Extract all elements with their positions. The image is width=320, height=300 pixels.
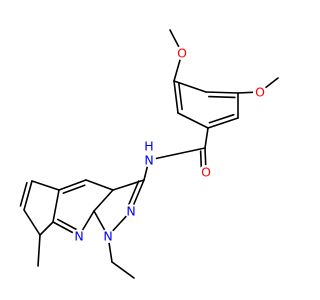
double-bond-line [208,95,236,99]
nitrogen-label: N [103,229,112,244]
o-methoxy-top-label: O [175,46,189,61]
single-bond [85,179,114,191]
single-bond [58,179,87,191]
single-bond [52,189,60,223]
single-bond [148,147,206,161]
nitrogen-label: N [74,229,83,244]
single-bond [31,180,60,191]
double-bond-line [178,82,183,111]
single-bond [173,80,179,114]
nitrogen-label: N [144,153,153,168]
double-bond-line [62,184,86,194]
n-pyrazole-1-label: N [101,229,115,244]
single-bond [93,189,114,212]
double-bond-line [208,113,235,124]
atom-labels: O O O N H N N N [72,46,267,244]
single-bond [39,221,54,236]
bond-lines [19,29,279,279]
nitrogen-label: N [126,204,135,219]
single-bond [111,261,135,279]
o-methoxy-right-label: O [253,85,267,100]
single-bond [177,112,209,129]
oxygen-label: O [177,46,187,61]
chemical-structure-drawing: O O O N H N N N [19,29,279,279]
single-bond [23,209,41,236]
double-bond-line [56,218,80,232]
hydrogen-label: H [144,139,153,154]
n-pyridine-label: N [72,229,86,244]
single-bond [204,127,209,149]
single-bond [23,180,33,211]
oxygen-label: O [201,165,211,180]
double-bond-line [19,181,28,207]
single-bond [205,91,239,94]
n-amide-label: N H [142,139,156,168]
oxygen-label: O [255,85,265,100]
single-bond [207,117,239,129]
double-bond-line [127,180,140,208]
single-bond [37,234,41,267]
n-pyrazole-2-label: N [124,204,138,219]
o-carbonyl-label: O [199,165,213,180]
double-bond-line [199,150,203,170]
